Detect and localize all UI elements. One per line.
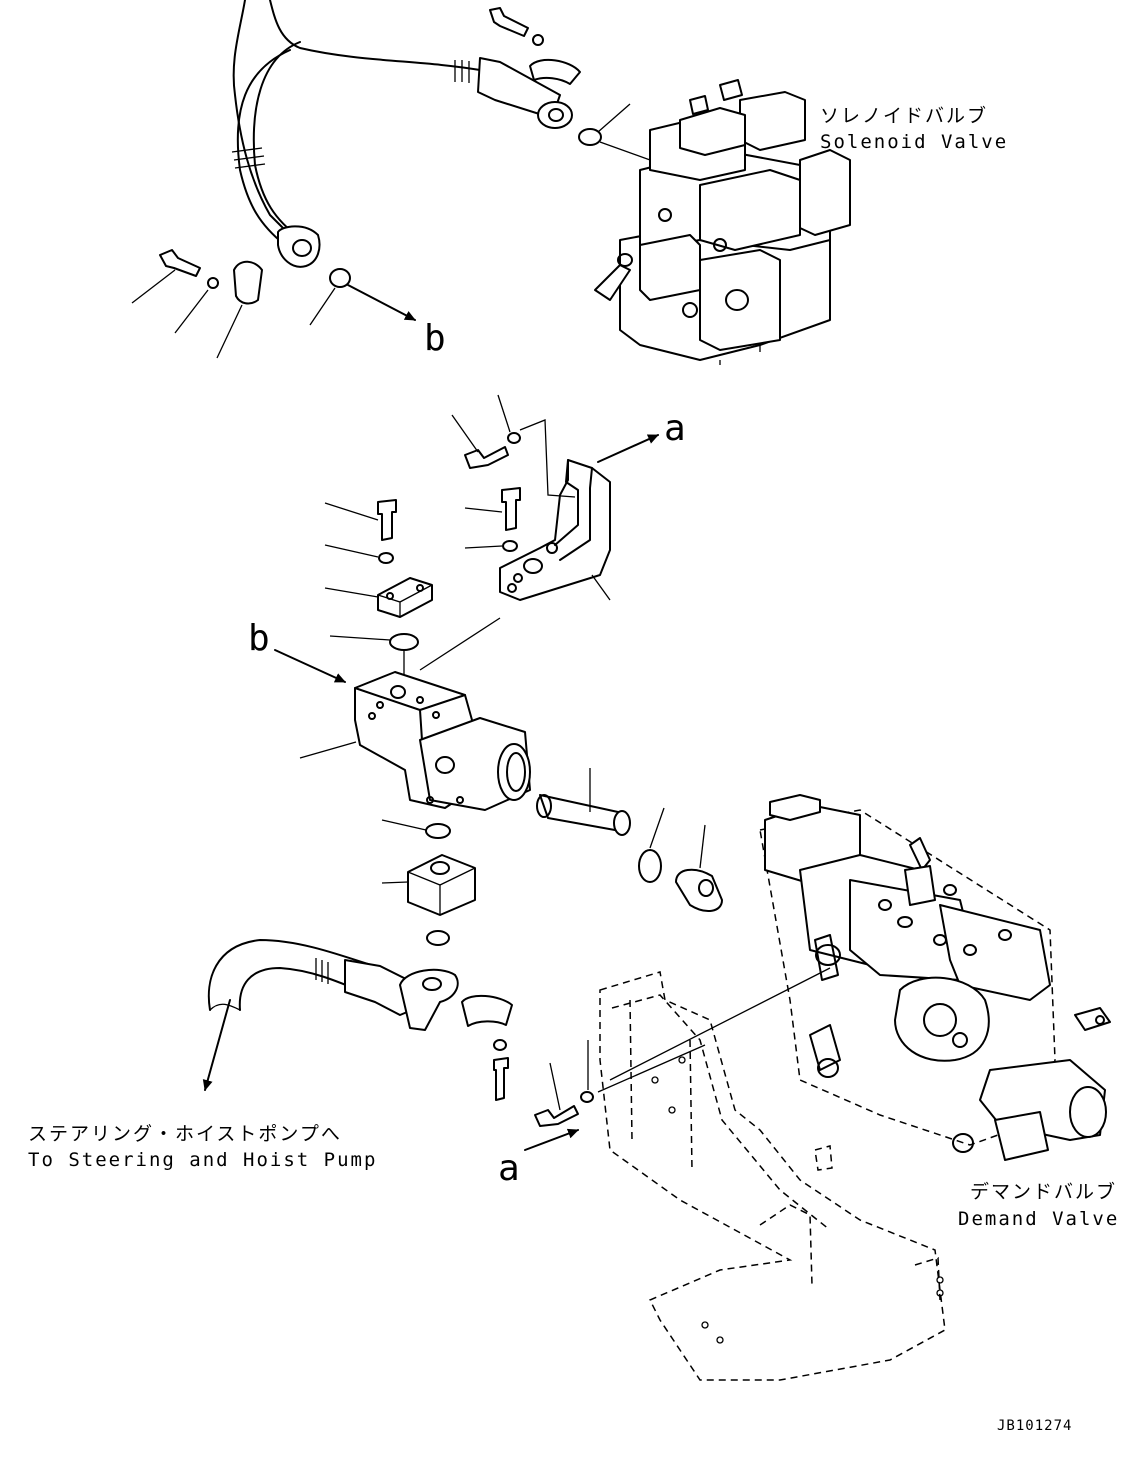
valve-body xyxy=(299,671,531,811)
reference-b-arrow xyxy=(274,649,346,683)
left-flange-fasteners xyxy=(131,249,416,359)
reference-a-bottom: a xyxy=(498,1148,520,1189)
solenoid-valve-label-en: Solenoid Valve xyxy=(820,131,1008,153)
pump-label-en: To Steering and Hoist Pump xyxy=(28,1149,377,1171)
upper-hose xyxy=(231,0,573,268)
solenoid-valve-assembly xyxy=(594,79,851,365)
frame-structure xyxy=(599,971,946,1381)
reference-b-mid: b xyxy=(248,618,270,659)
reference-b-top: b xyxy=(424,318,446,359)
drawing-code: JB101274 xyxy=(997,1418,1072,1434)
bracket-fasteners xyxy=(451,394,659,552)
demand-valve-label-en: Demand Valve xyxy=(958,1208,1119,1230)
lower-hose xyxy=(202,939,459,1091)
lower-flange-fasteners xyxy=(461,994,513,1101)
cover-plate-stack xyxy=(324,499,501,675)
pump-label-jp: ステアリング・ホイストポンプへ xyxy=(28,1123,342,1145)
demand-valve-assembly xyxy=(759,794,1111,1161)
valve-spool-and-plug xyxy=(536,768,723,912)
solenoid-valve-label-jp: ソレノイドバルブ xyxy=(820,104,988,127)
top-flange-fasteners xyxy=(489,7,701,179)
lower-flange-block xyxy=(381,819,476,946)
mounting-bracket xyxy=(499,459,611,601)
frame-fasteners xyxy=(524,967,831,1151)
reference-a-top: a xyxy=(664,408,686,449)
demand-valve-label-jp: デマンドバルブ xyxy=(970,1180,1117,1203)
